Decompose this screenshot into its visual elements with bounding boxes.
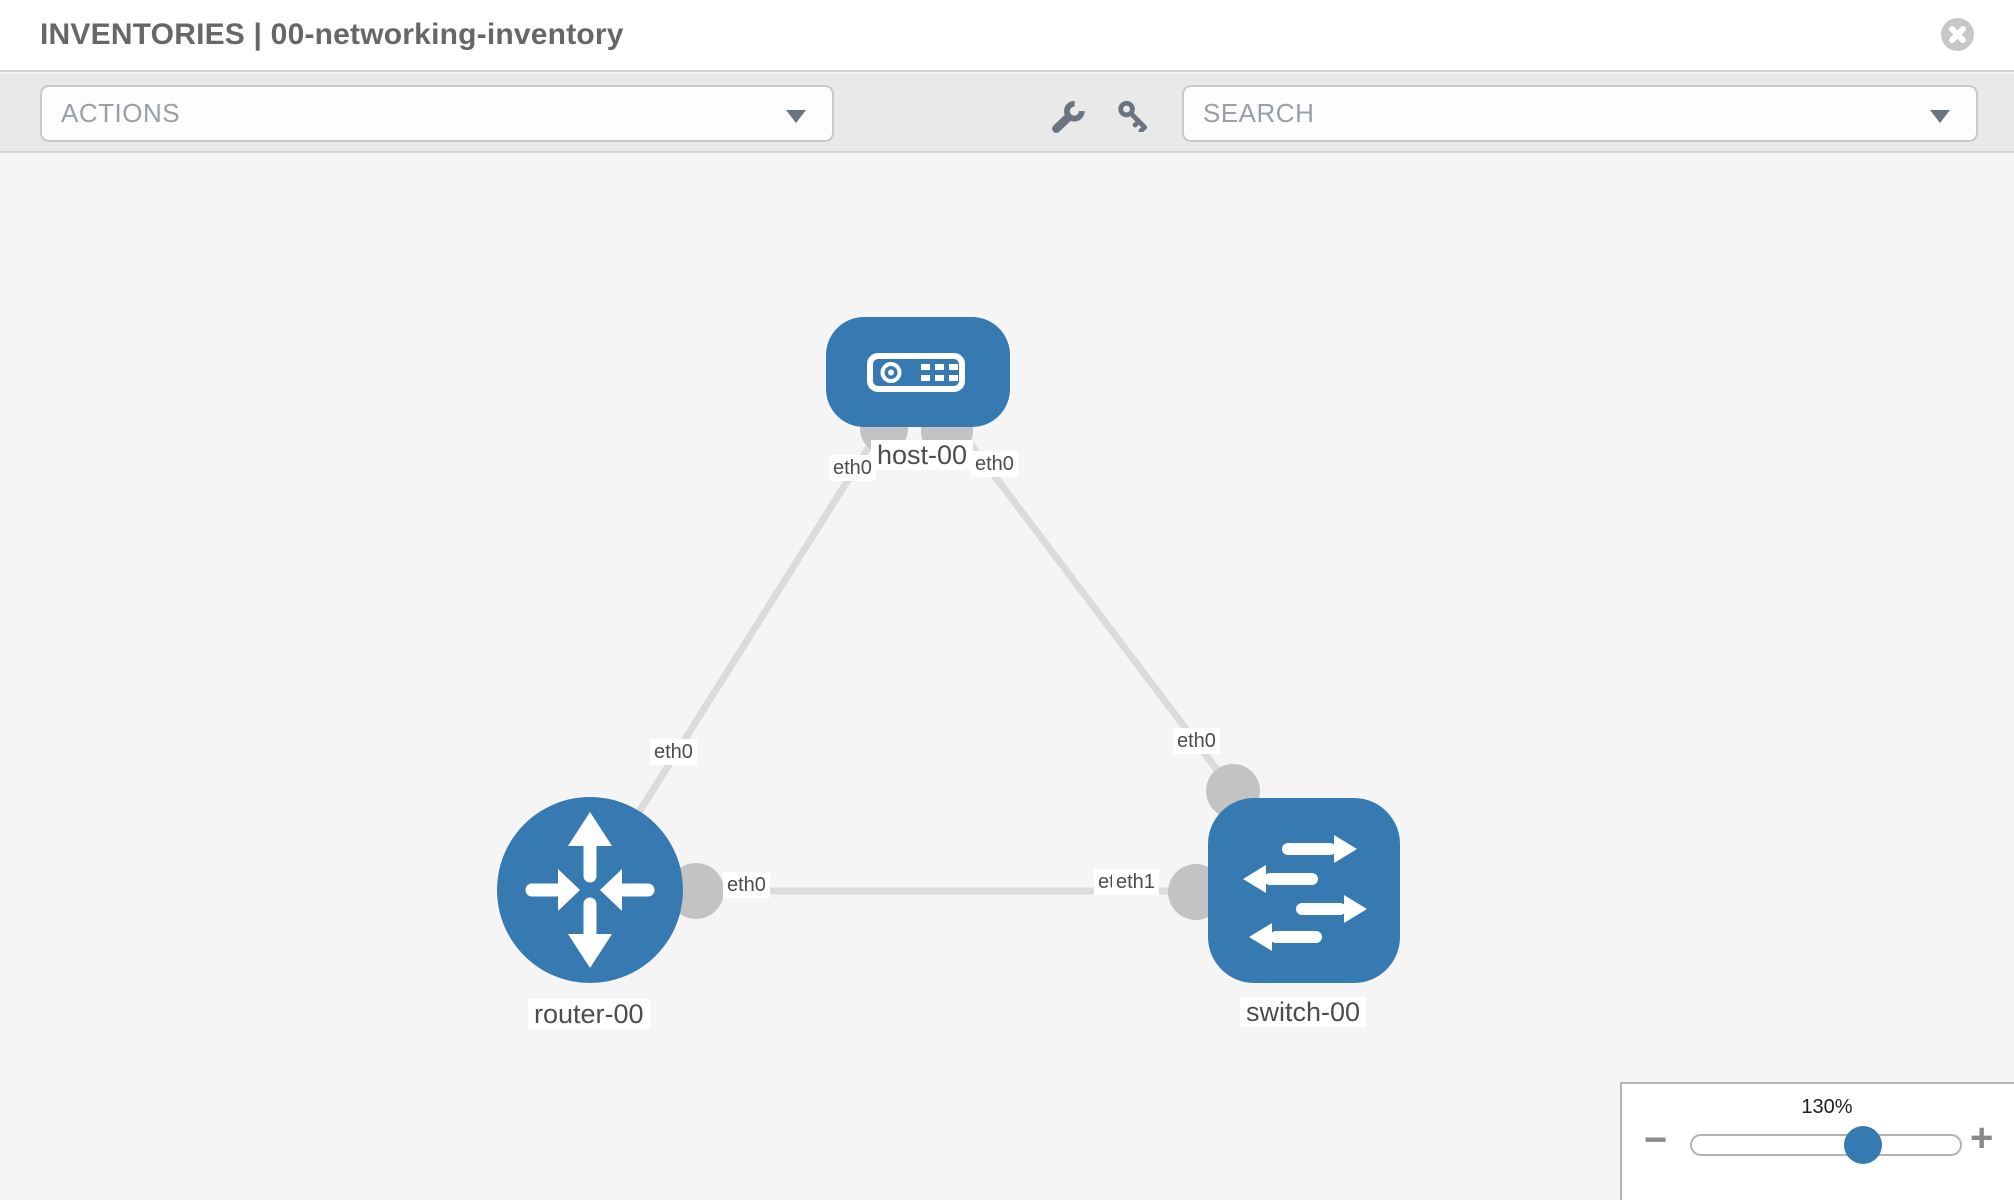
search-dropdown-label: SEARCH	[1203, 98, 1315, 128]
zoom-level: 130%	[1801, 1096, 1853, 1118]
zoom-out-button[interactable]: −	[1644, 1118, 1668, 1162]
search-dropdown[interactable]: SEARCH	[1182, 85, 1978, 142]
node-label-router: router-00	[528, 999, 650, 1029]
zoom-panel: 130% − +	[1620, 1082, 2014, 1200]
configure-button[interactable]	[1050, 100, 1086, 139]
iface-label-router-eth0: eth0	[723, 872, 770, 898]
close-icon	[1949, 26, 1966, 43]
close-button[interactable]	[1941, 18, 1974, 51]
zoom-slider-thumb[interactable]	[1844, 1126, 1882, 1164]
node-label-host: host-00	[871, 440, 974, 470]
zoom-in-button[interactable]: +	[1970, 1116, 1994, 1160]
server-icon	[867, 353, 965, 392]
node-switch-00[interactable]	[1208, 798, 1400, 983]
node-host-00[interactable]	[826, 317, 1010, 427]
iface-label-switch-link-eth0: eth0	[1173, 728, 1220, 754]
actions-dropdown[interactable]: ACTIONS	[40, 85, 834, 142]
zoom-slider-track[interactable]	[1690, 1134, 1962, 1156]
header: INVENTORIES | 00-networking-inventory	[0, 0, 2014, 72]
iface-label-switch-eth1: eth1	[1112, 869, 1159, 895]
switch-arrows-icon	[1243, 835, 1367, 951]
credentials-button[interactable]	[1117, 100, 1151, 137]
iface-label-router-link-eth0: eth0	[650, 739, 697, 765]
topology-svg	[497, 317, 1400, 983]
actions-dropdown-label: ACTIONS	[61, 98, 181, 128]
toolbar: ACTIONS SEARCH	[0, 74, 2014, 153]
page-title: INVENTORIES | 00-networking-inventory	[40, 18, 624, 51]
iface-label-host-eth0-left: eth0	[829, 455, 876, 481]
topology-canvas[interactable]: host-00 router-00 switch-00 eth0 eth0 et…	[0, 155, 2014, 1200]
router-arrows-icon	[525, 812, 655, 968]
node-router-00[interactable]	[497, 797, 683, 983]
node-label-switch: switch-00	[1240, 997, 1367, 1027]
chevron-down-icon	[1930, 110, 1950, 123]
key-icon	[1118, 100, 1148, 134]
link-endpoints-layer	[668, 405, 1260, 920]
wrench-icon	[1052, 100, 1085, 133]
chevron-down-icon	[786, 110, 806, 123]
iface-label-host-eth0-right: eth0	[971, 451, 1018, 477]
